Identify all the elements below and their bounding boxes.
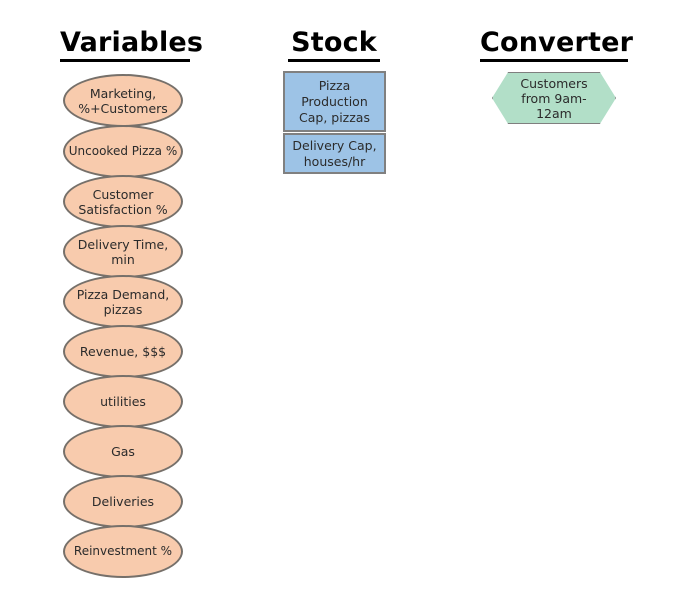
stock-node[interactable]: Pizza Production Cap, pizzas bbox=[283, 71, 386, 132]
variable-node[interactable]: Reinvestment % bbox=[63, 525, 183, 578]
variable-node[interactable]: Customer Satisfaction % bbox=[63, 175, 183, 228]
variable-node[interactable]: Deliveries bbox=[63, 475, 183, 528]
stock-node-label: Delivery Cap, houses/hr bbox=[292, 137, 377, 169]
variable-node-label: Uncooked Pizza % bbox=[68, 144, 178, 158]
variable-node-label: Delivery Time, min bbox=[77, 236, 169, 267]
variable-node[interactable]: Revenue, $$$ bbox=[63, 325, 183, 378]
variable-node-label: Gas bbox=[111, 444, 135, 459]
variable-node-label: Revenue, $$$ bbox=[79, 344, 167, 359]
variable-node[interactable]: Gas bbox=[63, 425, 183, 478]
variable-node[interactable]: Uncooked Pizza % bbox=[63, 125, 183, 178]
stock-node-label: Pizza Production Cap, pizzas bbox=[299, 77, 370, 125]
variable-node-label: Marketing, %+Customers bbox=[78, 85, 168, 116]
column-heading-variables: Variables bbox=[60, 28, 203, 62]
stock-node[interactable]: Delivery Cap, houses/hr bbox=[283, 133, 386, 174]
variable-node[interactable]: utilities bbox=[63, 375, 183, 428]
variable-node-label: Reinvestment % bbox=[73, 544, 173, 558]
variable-node[interactable]: Pizza Demand, pizzas bbox=[63, 275, 183, 328]
variable-node[interactable]: Marketing, %+Customers bbox=[63, 74, 183, 127]
variable-node-label: Pizza Demand, pizzas bbox=[76, 286, 170, 317]
variable-node[interactable]: Delivery Time, min bbox=[63, 225, 183, 278]
converter-node[interactable]: Customers from 9am- 12am bbox=[492, 72, 616, 124]
variable-node-label: utilities bbox=[100, 394, 146, 409]
converter-node-label: Customers from 9am- 12am bbox=[520, 75, 588, 121]
column-heading-converter: Converter bbox=[480, 28, 633, 62]
variable-node-label: Deliveries bbox=[91, 494, 155, 509]
variable-node-label: Customer Satisfaction % bbox=[78, 186, 168, 217]
column-heading-stock: Stock bbox=[288, 28, 380, 62]
